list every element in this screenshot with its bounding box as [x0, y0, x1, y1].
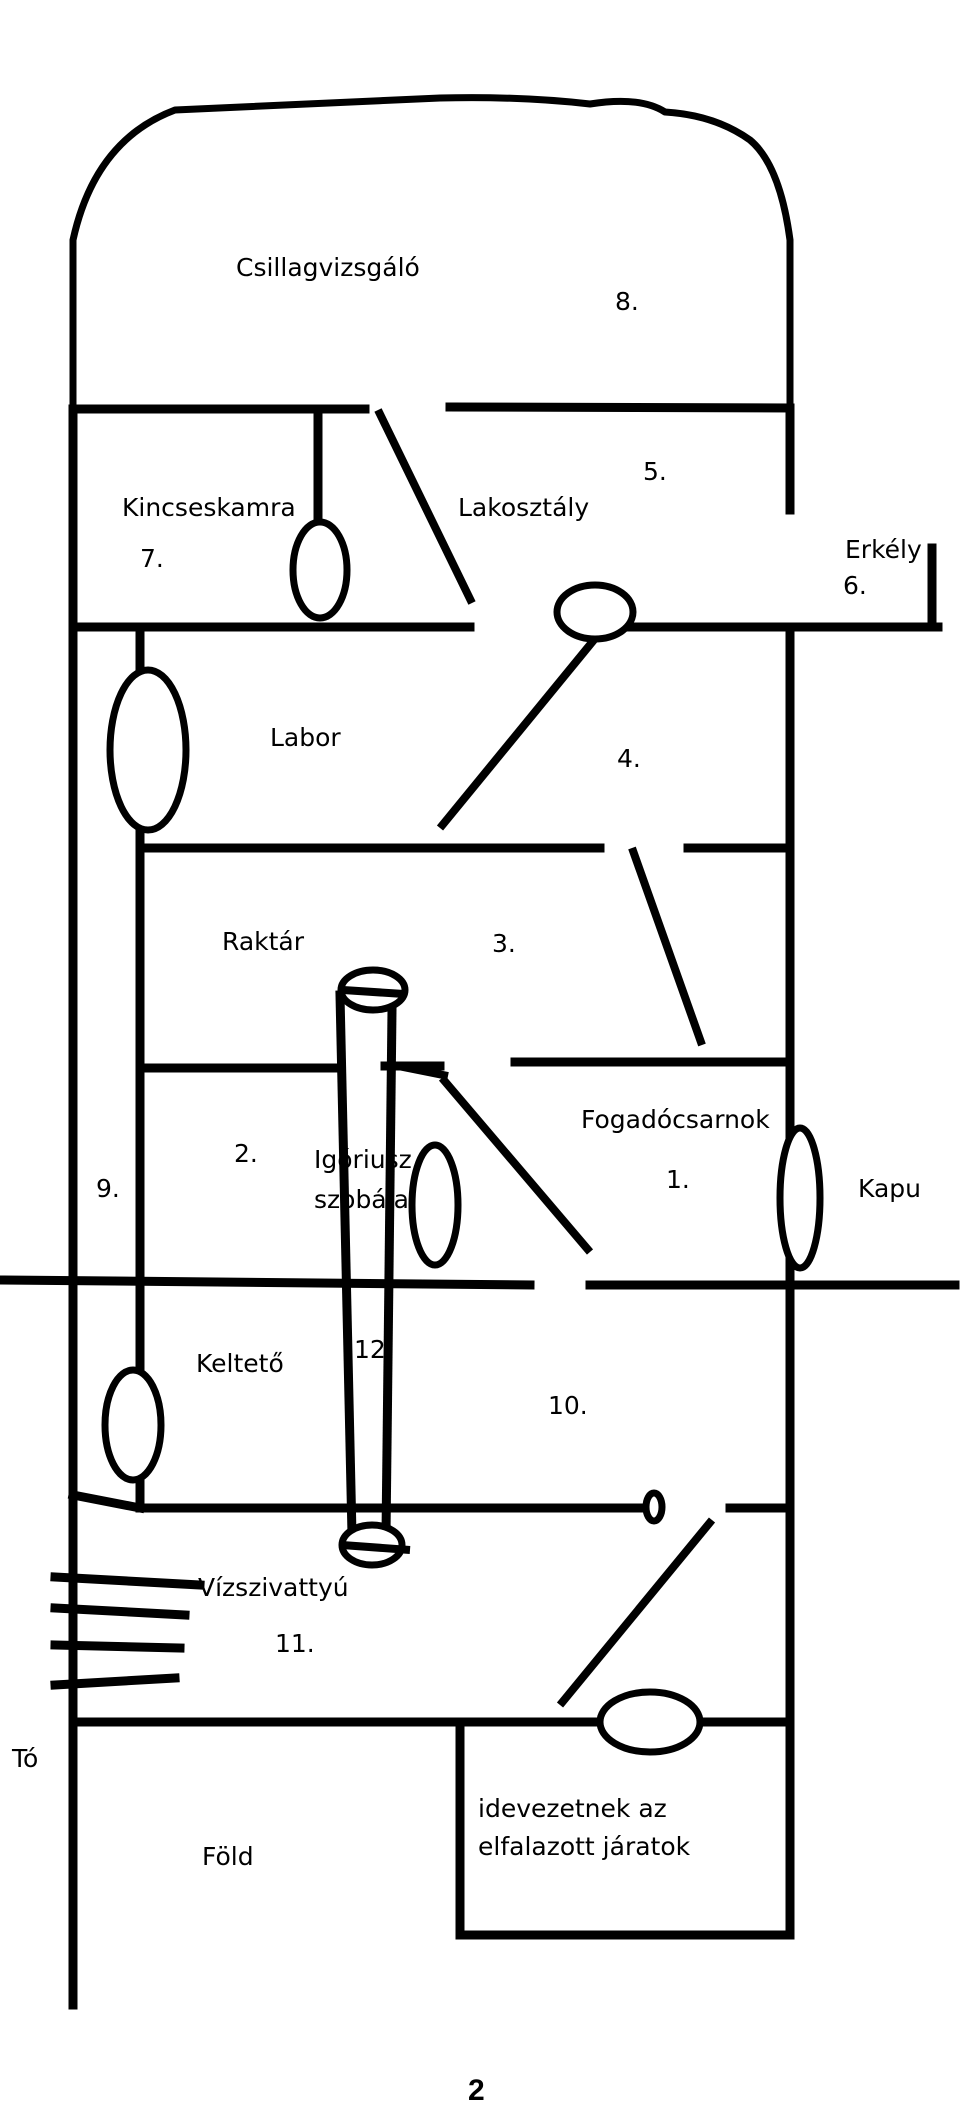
- number-apartment: 5.: [643, 457, 667, 486]
- number-room10: 10.: [548, 1391, 588, 1420]
- number-igorius: 2.: [234, 1139, 258, 1168]
- door-lab: [436, 632, 602, 831]
- passage-room10: [642, 1489, 666, 1525]
- label-tunnels-line2: elfalazott járatok: [478, 1832, 691, 1861]
- label-lab: Labor: [270, 723, 341, 752]
- door-room10: [556, 1517, 716, 1708]
- label-balcony: Erkély: [845, 535, 922, 564]
- passage-tunnels: [596, 1688, 704, 1756]
- number-tube: 12: [354, 1335, 386, 1364]
- label-storage: Raktár: [222, 927, 305, 956]
- page-number: 2: [468, 2074, 485, 2107]
- label-lake: Tó: [12, 1744, 39, 1773]
- tunnels-box: [455, 1717, 795, 1940]
- label-treasury: Kincseskamra: [122, 493, 296, 522]
- tube-bottom-cross: [341, 1541, 411, 1554]
- label-apartment: Lakosztály: [458, 493, 590, 522]
- floor-observatory-right: [445, 402, 795, 413]
- label-observatory: Csillagvizsgáló: [236, 253, 420, 282]
- tube-top-cross: [342, 986, 405, 998]
- observatory-dome: [69, 94, 794, 409]
- pump-pipe-1: [50, 1572, 205, 1590]
- label-gate: Kapu: [858, 1174, 921, 1203]
- pump-pipe-4: [50, 1673, 180, 1690]
- door-igorius-top: [387, 1060, 449, 1080]
- pump-pipe-2: [50, 1603, 190, 1620]
- passage-igorius: [408, 1141, 462, 1269]
- label-incubator: Keltető: [196, 1349, 284, 1378]
- number-balcony: 6.: [843, 571, 867, 600]
- pump-pipe-3: [50, 1640, 185, 1653]
- number-pump: 11.: [275, 1629, 315, 1658]
- door-storage: [628, 846, 706, 1047]
- passage-shaft-lab: [106, 666, 190, 834]
- number-treasury: 7.: [140, 544, 164, 573]
- label-ground: Föld: [202, 1842, 254, 1871]
- label-pump: Vízszivattyú: [198, 1573, 349, 1602]
- tube-left-wall: [335, 990, 357, 1540]
- label-igorius-line2: szobája: [314, 1185, 409, 1214]
- shaft-bottom-link: [67, 1489, 146, 1514]
- number-shaft: 9.: [96, 1174, 120, 1203]
- passage-incubator: [101, 1366, 165, 1484]
- number-hall: 1.: [666, 1165, 690, 1194]
- label-tunnels-line1: idevezetnek az: [478, 1794, 667, 1823]
- door-hall: [438, 1075, 594, 1255]
- number-observatory: 8.: [615, 287, 639, 316]
- number-storage: 3.: [492, 929, 516, 958]
- label-hall: Fogadócsarnok: [581, 1105, 770, 1134]
- passage-gate: [776, 1124, 824, 1272]
- label-igorius-line1: Igóriusz: [314, 1145, 412, 1174]
- door-apartment: [374, 408, 476, 605]
- tube-right-wall: [381, 1005, 397, 1540]
- number-lab: 4.: [617, 744, 641, 773]
- passage-apartment-lab: [553, 581, 637, 643]
- ground-line-left: [0, 1275, 535, 1290]
- passage-treasury: [289, 518, 351, 622]
